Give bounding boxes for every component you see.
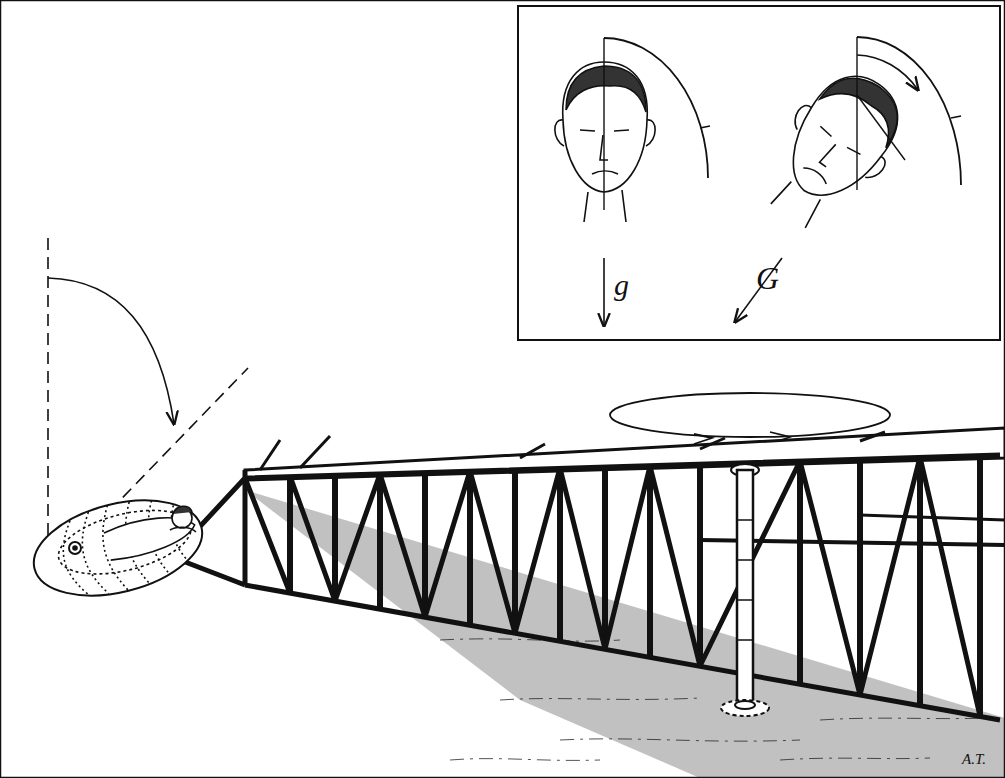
vector-label: g [614,270,629,300]
gondola-capsule [24,485,212,612]
central-column [721,464,769,716]
inset-panel [518,6,1000,340]
tilted-head [735,37,961,322]
vector-label: G [756,262,779,294]
truss-arm [180,428,1005,778]
signature: A.T. [962,752,986,767]
upright-head [555,38,710,326]
